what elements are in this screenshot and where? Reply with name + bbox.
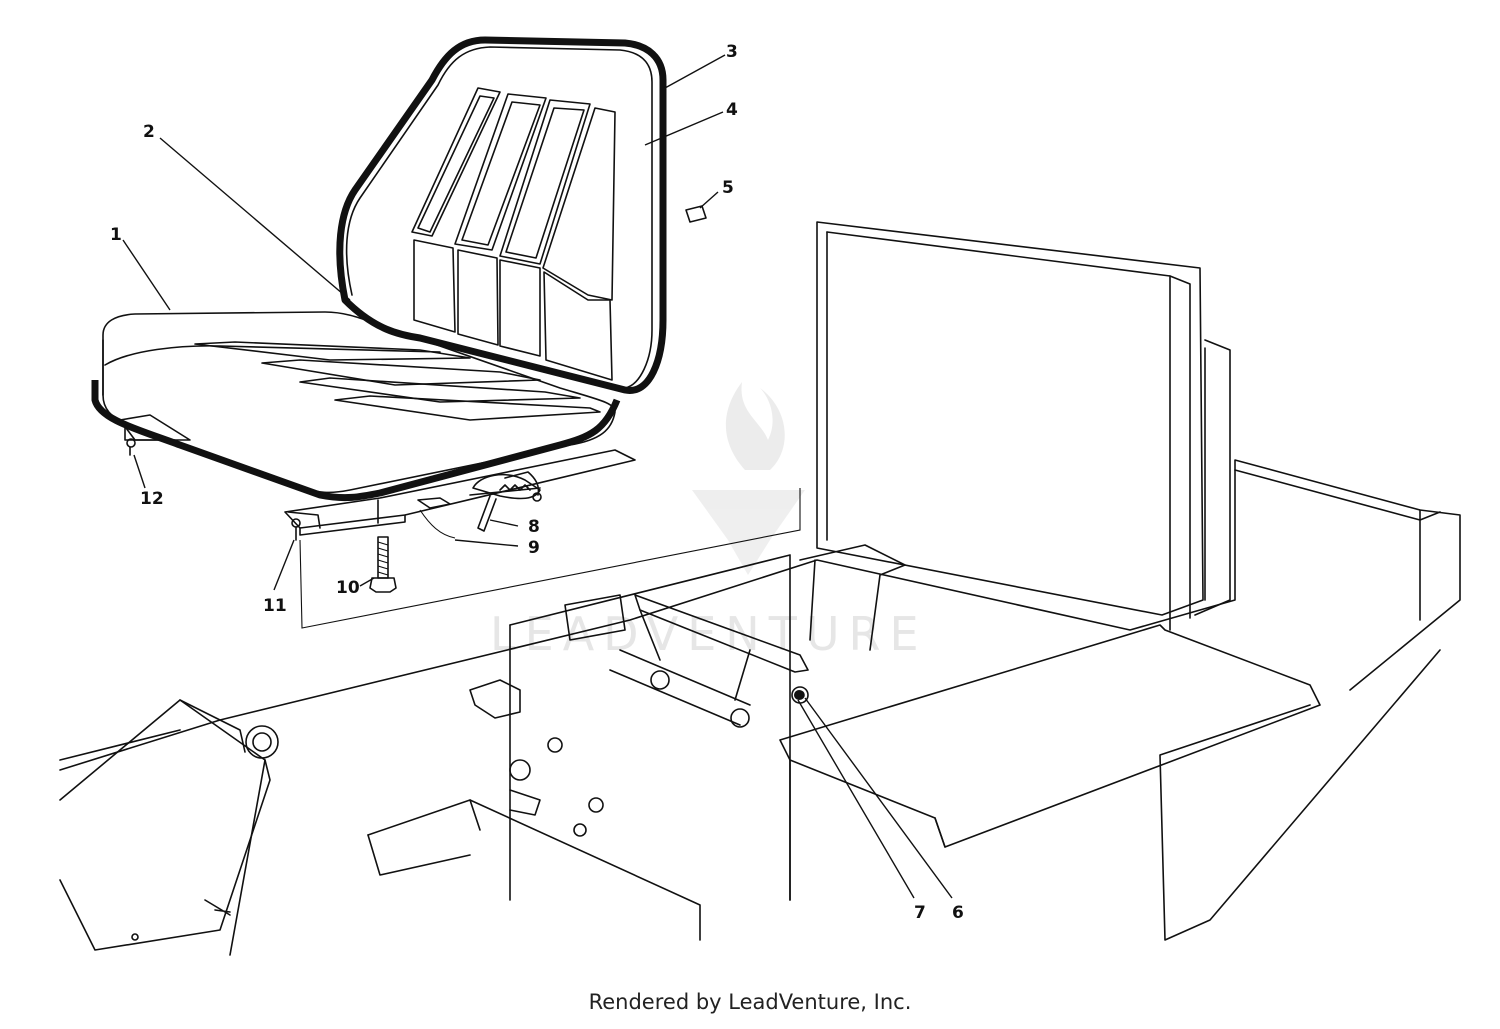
seat-cushion — [91, 311, 621, 502]
seat-plate-outline — [299, 488, 801, 629]
tractor-frame — [59, 459, 1461, 941]
callout-2: 2 — [143, 122, 155, 142]
callout-12: 12 — [140, 489, 164, 509]
callout-7: 7 — [914, 903, 926, 923]
fender-panel — [816, 221, 1231, 631]
callout-4: 4 — [726, 100, 738, 120]
hex-bolt — [369, 536, 397, 593]
leader-lines — [122, 54, 953, 899]
watermark-logo — [692, 382, 805, 575]
seat-latch-lever — [469, 471, 542, 532]
callout-1: 1 — [110, 225, 122, 245]
callout-6: 6 — [952, 903, 964, 923]
seat-switch-wire — [419, 509, 456, 539]
callout-11: 11 — [263, 596, 287, 616]
decal-label — [685, 205, 707, 223]
center-tunnel — [367, 554, 809, 941]
callout-9: 9 — [528, 538, 540, 558]
footer-credit: Rendered by LeadVenture, Inc. — [588, 990, 912, 1014]
callout-8: 8 — [528, 517, 540, 537]
callout-labels: 1 2 3 4 5 6 7 8 9 10 11 12 — [110, 42, 964, 923]
watermark-text: LEADVENTURE — [490, 607, 928, 661]
callout-3: 3 — [726, 42, 738, 62]
callout-10: 10 — [336, 578, 360, 598]
callout-5: 5 — [722, 178, 734, 198]
seat-backrest — [336, 36, 667, 394]
left-frame-member — [59, 699, 279, 956]
seat-slide-rail — [119, 414, 636, 541]
lock-nut — [794, 690, 804, 700]
